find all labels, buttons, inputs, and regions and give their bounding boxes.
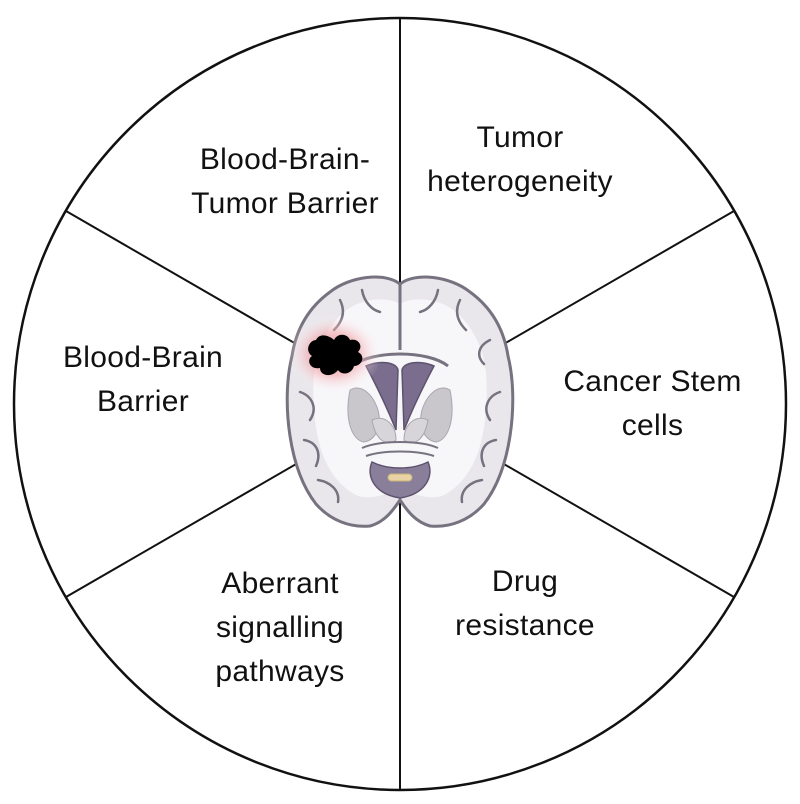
segment-label-tumor-heterogeneity: Tumor heterogeneity [427,121,613,198]
thalamus-left [371,417,397,444]
tumor-mass-icon [308,334,363,376]
brain-coronal-section-icon [285,275,515,528]
segment-label-cancer-stem-cells: Cancer Stem cells [563,365,742,442]
hippocampal-folds [361,441,439,457]
pituitary [387,473,413,482]
thalamus-right [403,417,429,444]
segment-label-blood-brain-tumor-barrier: Blood-Brain- Tumor Barrier [191,143,379,220]
lateral-ventricle-right [401,361,436,431]
segment-label-blood-brain-barrier: Blood-Brain Barrier [62,341,224,418]
segment-label-drug-resistance: Drug resistance [455,565,595,642]
segment-label-aberrant-signalling-pathways: Aberrant signalling pathways [215,567,345,688]
sulci-right [418,288,502,504]
